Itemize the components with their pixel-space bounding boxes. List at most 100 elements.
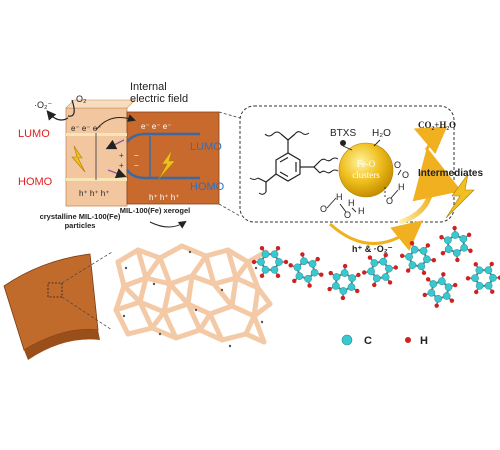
- network-strand: [219, 331, 249, 343]
- network-strand: [113, 283, 127, 313]
- right-lumo-label: LUMO: [190, 141, 222, 153]
- mechanism-panel: Fe-O clusters BTXS H₂O H H O O H O H O O: [239, 105, 483, 225]
- network-strand: [113, 307, 131, 337]
- xerogel-monolith: [3, 251, 113, 360]
- cluster-label-line2: clusters: [352, 170, 380, 180]
- network-strand: [185, 301, 203, 333]
- network-strand: [255, 285, 273, 307]
- network-strand: [125, 325, 155, 337]
- linker-wavy-bonds: [249, 131, 339, 195]
- network-pore: [228, 344, 232, 348]
- network-strand: [173, 327, 203, 341]
- svg-text:H: H: [358, 206, 365, 216]
- xerogel-block: [126, 111, 220, 205]
- svg-text:O: O: [386, 196, 393, 206]
- electron-transfer-arrow: [95, 114, 136, 131]
- network-strand: [135, 247, 163, 261]
- network-strand: [233, 275, 261, 291]
- h-and-o2-label: h⁺ & ·O₂⁻: [352, 244, 393, 254]
- crystalline-label-line2: particles: [65, 221, 96, 230]
- left-homo-label: HOMO: [18, 176, 53, 188]
- minus-signs-2: −: [134, 161, 139, 170]
- network-strand: [137, 275, 149, 305]
- btex-molecules: [251, 225, 500, 308]
- network-strand: [149, 309, 167, 331]
- lightning-left-icon: [71, 145, 86, 173]
- plus-signs: +: [119, 151, 124, 160]
- minus-signs: −: [134, 151, 139, 160]
- right-homo-band: [126, 169, 200, 180]
- network-strand: [167, 273, 195, 287]
- btex-molecule: [251, 245, 289, 279]
- xerogel-network: [113, 243, 273, 348]
- network-strand: [197, 311, 213, 333]
- network-strand: [185, 301, 213, 317]
- band-diagram: + + + − − ·O₂⁻ O₂ e⁻ e⁻ e⁻ Internal elec…: [18, 81, 225, 230]
- network-strand: [157, 255, 173, 287]
- btex-molecule: [327, 263, 361, 301]
- left-lumo-label: LUMO: [18, 128, 50, 140]
- o2-label: O₂: [76, 94, 87, 104]
- network-strand: [225, 247, 239, 281]
- network-strand: [211, 281, 235, 309]
- network-strand: [113, 299, 143, 313]
- network-strand: [143, 255, 163, 281]
- network-pore: [254, 266, 258, 270]
- network-strand: [229, 303, 257, 319]
- left-electrons-label: e⁻ e⁻ e⁻: [71, 124, 101, 133]
- network-strand: [161, 309, 179, 341]
- network-strand: [197, 327, 225, 343]
- lightning-mechanism-icon: [445, 173, 475, 219]
- block-top-face: [65, 99, 136, 109]
- network-pore: [194, 308, 198, 312]
- network-strand: [245, 259, 261, 291]
- network-strand: [121, 275, 149, 289]
- network-strand: [179, 243, 209, 259]
- network-strand: [203, 247, 231, 259]
- network-strand: [225, 247, 251, 265]
- internal-field-line1: Internal: [130, 81, 167, 93]
- water-bonds: [326, 169, 402, 213]
- svg-text:O: O: [394, 160, 401, 170]
- svg-text:H: H: [398, 182, 405, 192]
- atom-legend: C H: [341, 334, 428, 347]
- hydrogen-legend-label: H: [420, 335, 428, 347]
- btc-linker: [257, 133, 321, 192]
- left-holes-label: h⁺ h⁺ h⁺: [79, 189, 109, 198]
- network-strand: [251, 301, 273, 319]
- superoxide-label: ·O₂⁻: [34, 100, 52, 110]
- btxs-label: BTXS: [330, 128, 356, 139]
- network-strand: [137, 299, 155, 331]
- btex-molecule: [399, 240, 437, 276]
- svg-text:H: H: [348, 198, 355, 208]
- network-pore: [152, 282, 156, 286]
- network-strand: [233, 259, 251, 281]
- network-strand: [149, 325, 179, 341]
- network-pore: [220, 288, 224, 292]
- btex-molecule: [422, 272, 458, 308]
- network-pore: [158, 332, 162, 336]
- network-strand: [243, 331, 267, 345]
- o2-reduction-arrow: [67, 99, 75, 117]
- water-molecules: H H O O H O H O O: [320, 160, 409, 220]
- network-strand: [157, 243, 185, 261]
- radical-arrow: [328, 220, 423, 251]
- network-strand: [115, 247, 141, 265]
- svg-text:O: O: [320, 204, 327, 214]
- network-strand: [137, 299, 167, 315]
- btxs-bond-line: [342, 145, 353, 151]
- field-arrow-top: [105, 139, 125, 150]
- xerogel-label: MIL-100(Fe) xerogel: [120, 206, 190, 215]
- h2o-top-label: H₂O: [372, 128, 391, 139]
- h2o-bond-line: [373, 139, 381, 147]
- hydrogen-legend-icon: [405, 337, 411, 343]
- network-pore: [260, 320, 264, 324]
- monolith-edge: [24, 329, 100, 360]
- network-strand: [207, 311, 225, 343]
- zoom-square: [47, 282, 63, 298]
- network-strand: [167, 281, 191, 307]
- cluster-label-line1: Fe-O: [357, 159, 376, 169]
- network-pore: [188, 250, 192, 254]
- oxidation-arrow: [399, 147, 462, 225]
- network-strand: [161, 281, 173, 315]
